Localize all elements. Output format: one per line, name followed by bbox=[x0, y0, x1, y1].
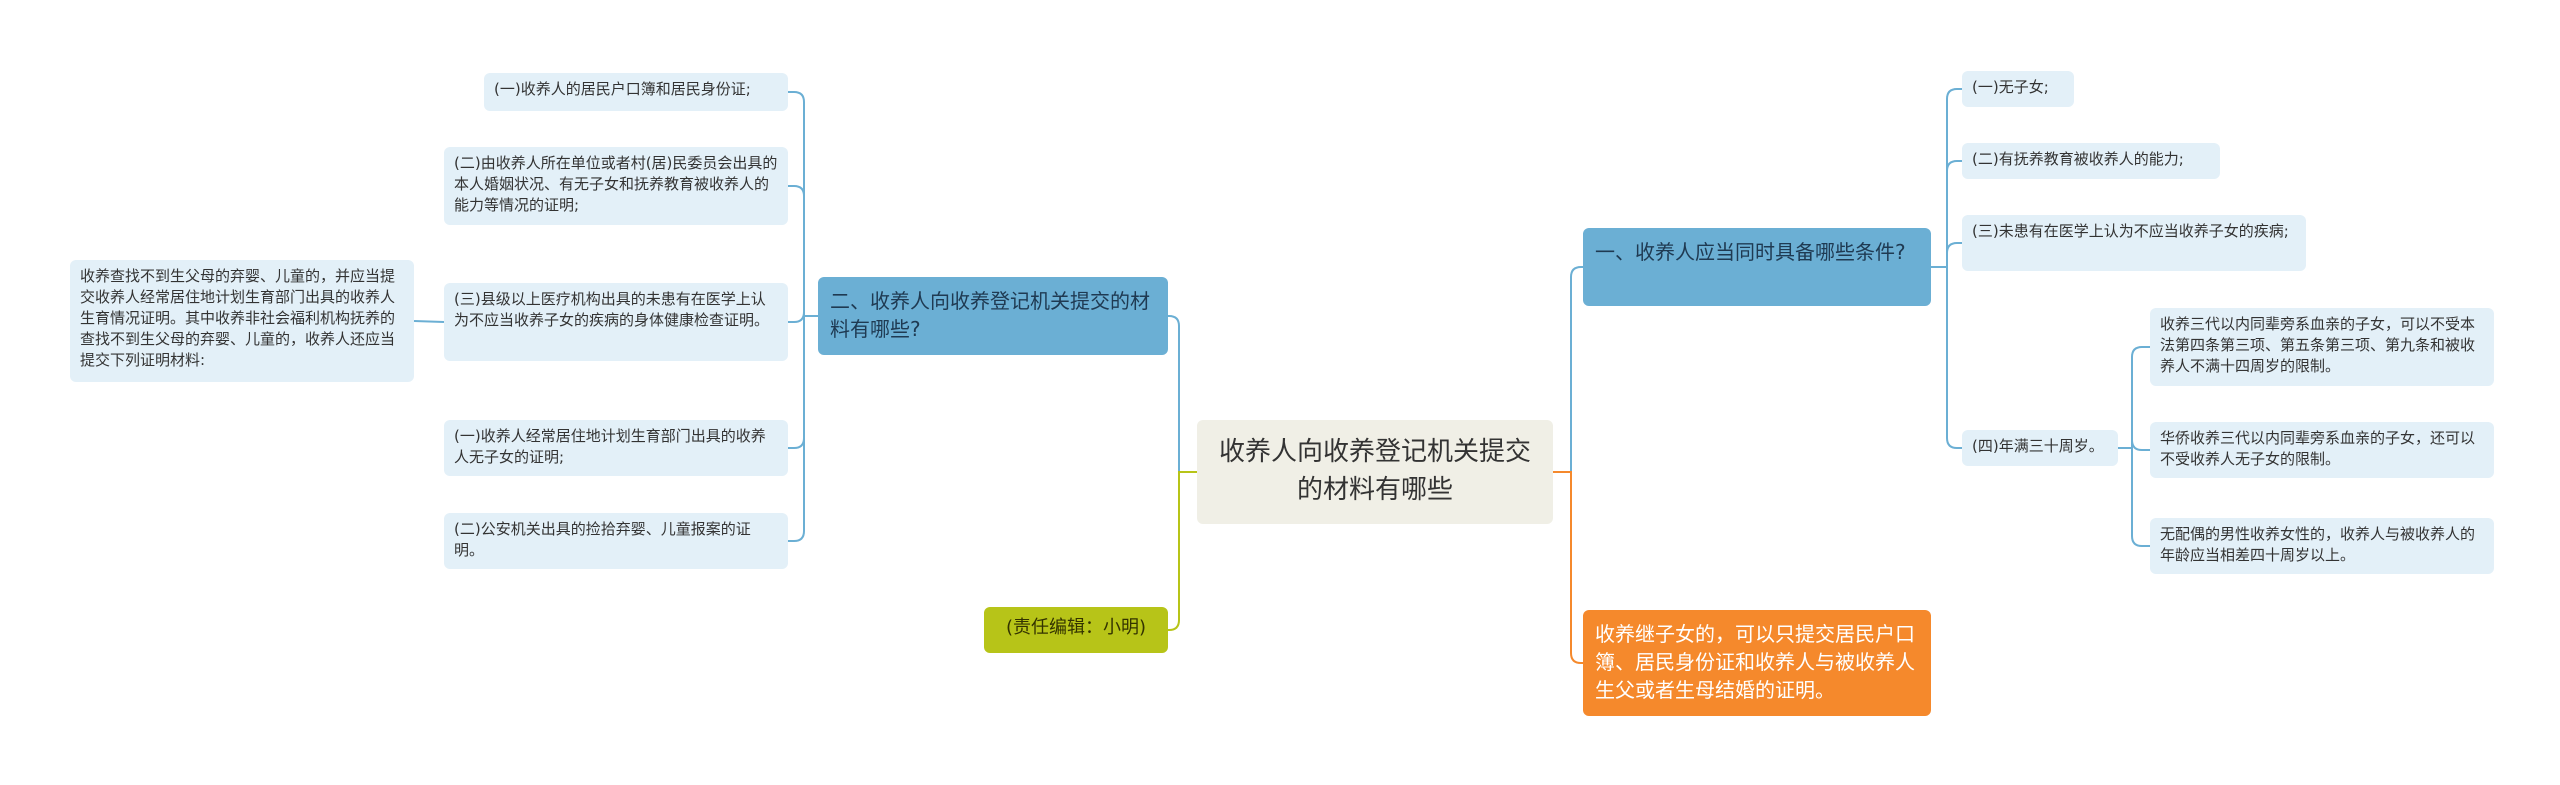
edge-root-right-branch bbox=[1553, 266, 1583, 473]
edge-left-item-1 bbox=[788, 91, 818, 317]
left-item-3[interactable]: (三)县级以上医疗机构出具的未患有在医学上认为不应当收养子女的疾病的身体健康检查… bbox=[444, 283, 788, 361]
right-subitem-2-text: 华侨收养三代以内同辈旁系血亲的子女，还可以不受收养人无子女的限制。 bbox=[2160, 429, 2476, 468]
left-item-5[interactable]: (二)公安机关出具的捡拾弃婴、儿童报案的证明。 bbox=[444, 513, 788, 569]
edge-left-item-2 bbox=[788, 185, 818, 317]
right-item-1[interactable]: (一)无子女; bbox=[1962, 71, 2074, 107]
left-note[interactable]: 收养查找不到生父母的弃婴、儿童的，并应当提交收养人经常居住地计划生育部门出具的收… bbox=[70, 260, 414, 382]
edge-right-item-4 bbox=[1931, 266, 1962, 449]
left-note-text: 收养查找不到生父母的弃婴、儿童的，并应当提交收养人经常居住地计划生育部门出具的收… bbox=[80, 267, 396, 369]
edge-root-left-branch bbox=[1168, 315, 1197, 473]
right-subitem-1-text: 收养三代以内同辈旁系血亲的子女，可以不受本法第四条第三项、第五条第三项、第九条和… bbox=[2160, 315, 2476, 375]
left-item-2-text: (二)由收养人所在单位或者村(居)民委员会出具的本人婚姻状况、有无子女和抚养教育… bbox=[454, 154, 778, 214]
edge-right-item-3 bbox=[1931, 242, 1962, 268]
edge-right-item-2 bbox=[1931, 160, 1962, 268]
edge-root-orange bbox=[1553, 471, 1583, 664]
left-item-1[interactable]: (一)收养人的居民户口簿和居民身份证; bbox=[484, 73, 788, 111]
right-item-3[interactable]: (三)未患有在医学上认为不应当收养子女的疾病; bbox=[1962, 215, 2306, 271]
editor-credit[interactable]: (责任编辑：小明) bbox=[984, 607, 1168, 653]
left-item-5-text: (二)公安机关出具的捡拾弃婴、儿童报案的证明。 bbox=[454, 520, 751, 559]
left-item-1-text: (一)收养人的居民户口簿和居民身份证; bbox=[494, 80, 751, 98]
edge-left-item-3 bbox=[788, 311, 818, 323]
right-subitem-3-text: 无配偶的男性收养女性的，收养人与被收养人的年龄应当相差四十周岁以上。 bbox=[2160, 525, 2476, 564]
right-item-1-text: (一)无子女; bbox=[1972, 78, 2049, 96]
left-item-3-text: (三)县级以上医疗机构出具的未患有在医学上认为不应当收养子女的疾病的身体健康检查… bbox=[454, 290, 770, 329]
root-topic[interactable]: 收养人向收养登记机关提交的材料有哪些 bbox=[1197, 420, 1553, 524]
right-subitem-2[interactable]: 华侨收养三代以内同辈旁系血亲的子女，还可以不受收养人无子女的限制。 bbox=[2150, 422, 2494, 478]
edge-left-note bbox=[413, 320, 445, 323]
right-item-4-text: (四)年满三十周岁。 bbox=[1972, 437, 2104, 455]
edge-right-item-1 bbox=[1931, 88, 1962, 268]
right-subitem-3[interactable]: 无配偶的男性收养女性的，收养人与被收养人的年龄应当相差四十周岁以上。 bbox=[2150, 518, 2494, 574]
branch-right-label: 一、收养人应当同时具备哪些条件? bbox=[1595, 240, 1906, 264]
edge-left-item-5 bbox=[788, 315, 818, 542]
right-subitem-1[interactable]: 收养三代以内同辈旁系血亲的子女，可以不受本法第四条第三项、第五条第三项、第九条和… bbox=[2150, 308, 2494, 386]
edge-right-subitem-2 bbox=[2118, 439, 2150, 451]
edge-root-editor bbox=[1168, 471, 1197, 631]
left-item-4-text: (一)收养人经常居住地计划生育部门出具的收养人无子女的证明; bbox=[454, 427, 766, 466]
edge-right-subitem-1 bbox=[2118, 346, 2150, 449]
edge-right-subitem-3 bbox=[2118, 447, 2150, 547]
right-item-3-text: (三)未患有在医学上认为不应当收养子女的疾病; bbox=[1972, 222, 2289, 240]
right-item-4[interactable]: (四)年满三十周岁。 bbox=[1962, 430, 2118, 466]
branch-left-label: 二、收养人向收养登记机关提交的材料有哪些? bbox=[830, 289, 1150, 341]
root-title: 收养人向收养登记机关提交的材料有哪些 bbox=[1218, 437, 1531, 505]
right-item-2-text: (二)有抚养教育被收养人的能力; bbox=[1972, 150, 2184, 168]
right-item-2[interactable]: (二)有抚养教育被收养人的能力; bbox=[1962, 143, 2220, 179]
branch-left-materials[interactable]: 二、收养人向收养登记机关提交的材料有哪些? bbox=[818, 277, 1168, 355]
left-item-2[interactable]: (二)由收养人所在单位或者村(居)民委员会出具的本人婚姻状况、有无子女和抚养教育… bbox=[444, 147, 788, 225]
branch-right-conditions[interactable]: 一、收养人应当同时具备哪些条件? bbox=[1583, 228, 1931, 306]
orange-note[interactable]: 收养继子女的，可以只提交居民户口簿、居民身份证和收养人与被收养人生父或者生母结婚… bbox=[1583, 610, 1931, 716]
orange-note-text: 收养继子女的，可以只提交居民户口簿、居民身份证和收养人与被收养人生父或者生母结婚… bbox=[1595, 622, 1915, 702]
left-item-4[interactable]: (一)收养人经常居住地计划生育部门出具的收养人无子女的证明; bbox=[444, 420, 788, 476]
editor-credit-text: (责任编辑：小明) bbox=[1005, 617, 1147, 638]
